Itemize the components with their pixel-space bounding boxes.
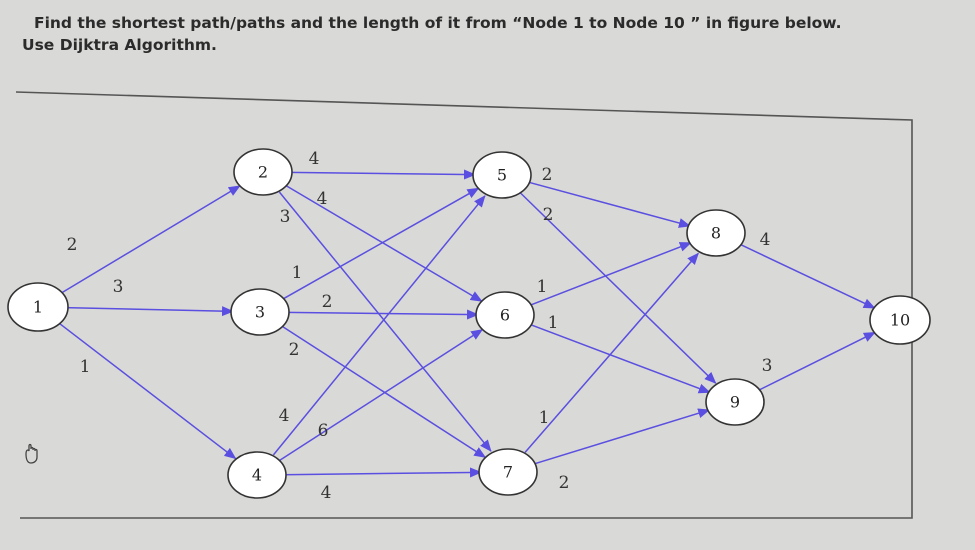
node-4-label: 4 [252,466,262,485]
edge-weight-2-5: 4 [309,149,320,169]
node-5-circle [472,151,532,199]
edge-weight-5-9: 2 [543,205,554,225]
edge-6-9 [529,323,711,394]
node-3-circle [230,288,290,336]
node-7: 7 [478,448,538,496]
edge-2-6 [285,184,483,302]
edge-2-7 [278,191,492,452]
node-1-circle [7,282,69,332]
edge-weight-3-5: 1 [292,263,303,283]
edge-weight-4-6: 6 [318,421,329,441]
edge-weight-4-7: 4 [321,483,332,503]
edge-weight-7-8: 1 [539,408,550,428]
node-8-circle [686,209,746,257]
node-4: 4 [227,451,287,499]
node-2-label: 2 [258,163,268,182]
node-5-label: 5 [497,166,507,185]
node-6: 6 [475,291,535,339]
node-6-circle [475,291,535,339]
edge-weight-8-10: 4 [760,230,771,250]
edge-4-7 [282,467,483,478]
node-8-label: 8 [711,224,721,243]
edge-layer [58,169,876,478]
node-3-label: 3 [255,303,265,322]
node-10-label: 10 [890,311,910,330]
edge-weight-1-4: 1 [80,357,91,377]
node-7-circle [478,448,538,496]
node-1-label: 1 [33,298,43,317]
edge-weight-6-8: 1 [537,277,548,297]
edge-weight-3-6: 2 [322,292,333,312]
hand-cursor-icon [25,443,38,464]
node-6-label: 6 [500,306,510,325]
edge-weight-1-3: 3 [113,277,124,297]
question-line-2: Use Dijktra Algorithm. [22,36,217,55]
node-4-circle [227,451,287,499]
node-3: 3 [230,288,290,336]
edge-weight-4-5: 4 [279,406,290,426]
edge-weight-5-8: 2 [542,165,553,185]
node-10-circle [869,295,931,345]
question-text: Find the shortest path/paths and the len… [22,12,952,57]
node-7-label: 7 [503,463,513,482]
node-5: 5 [472,151,532,199]
edge-weight-2-6: 4 [317,189,328,209]
node-10: 10 [869,295,931,345]
edge-5-8 [526,181,691,228]
edge-4-6 [278,329,484,462]
edge-3-6 [285,309,480,320]
edge-4-5 [272,195,486,456]
edge-weight-9-10: 3 [762,356,773,376]
edge-1-2 [60,185,241,294]
edge-1-4 [58,322,237,460]
edge-weight-2-7: 3 [280,207,291,227]
node-1: 1 [7,282,69,332]
edge-3-5 [282,187,480,300]
node-2: 2 [233,148,293,196]
node-9-circle [705,378,765,426]
node-2-circle [233,148,293,196]
node-8: 8 [686,209,746,257]
edge-7-8 [524,252,699,453]
edge-3-7 [281,325,487,458]
edge-weight-1-2: 2 [67,235,78,255]
edge-weight-3-7: 2 [289,340,300,360]
question-line-1: Find the shortest path/paths and the len… [34,14,842,32]
node-9-label: 9 [730,393,740,412]
edge-2-5 [288,169,477,180]
edge-1-3 [64,306,235,317]
edge-6-8 [528,242,692,307]
edge-weight-7-9: 2 [559,473,570,493]
node-9: 9 [705,378,765,426]
edge-weight-6-9: 1 [548,313,559,333]
edge-7-9 [532,408,711,466]
edge-8-10 [739,243,876,309]
figure-border [15,91,913,519]
edge-5-9 [520,192,717,384]
edge-9-10 [757,331,876,392]
